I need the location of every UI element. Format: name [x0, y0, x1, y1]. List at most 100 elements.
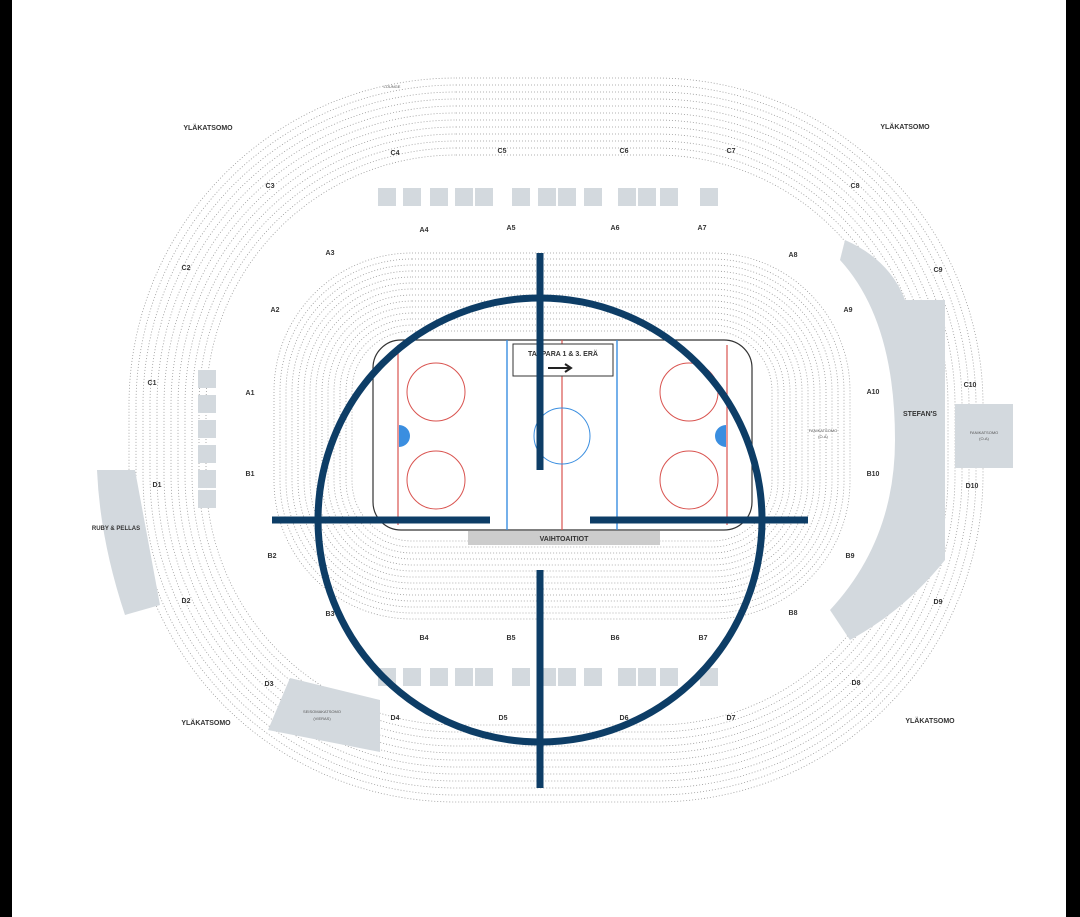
lodge-box	[638, 188, 656, 206]
fan-stand-sublabel: (O-A)	[818, 434, 828, 439]
upper-tier-label-se: YLÄKATSOMO	[905, 717, 955, 725]
section-label-c3[interactable]: C3	[266, 183, 275, 190]
section-label-b7[interactable]: B7	[699, 635, 708, 642]
seat-row	[177, 126, 935, 754]
bench-label: VAIHTOAITIOT	[540, 536, 589, 543]
section-label-d10[interactable]: D10	[966, 483, 979, 490]
section-label-d6[interactable]: D6	[620, 715, 629, 722]
section-label-b6[interactable]: B6	[611, 635, 620, 642]
lodge-box	[430, 668, 448, 686]
team-benches: VAIHTOAITIOT	[468, 531, 660, 545]
seat-row	[170, 119, 942, 761]
scoreboard-sign: TAPPARA 1 & 3. ERÄ	[512, 343, 614, 377]
section-label-d9[interactable]: D9	[934, 599, 943, 606]
upper-tier-label-ne: YLÄKATSOMO	[880, 123, 930, 131]
section-label-b1[interactable]: B1	[246, 471, 255, 478]
lodge-box	[455, 668, 473, 686]
section-label-c7[interactable]: C7	[727, 148, 736, 155]
fan-stand-label: FANIKATSOMO	[809, 428, 838, 433]
section-label-a7[interactable]: A7	[698, 225, 707, 232]
seat-row	[149, 98, 963, 782]
lodge-box	[455, 188, 473, 206]
seat-row	[184, 133, 928, 747]
section-label-b3[interactable]: B3	[326, 611, 335, 618]
section-label-c6[interactable]: C6	[620, 148, 629, 155]
section-label-d1[interactable]: D1	[153, 482, 162, 489]
section-label-d5[interactable]: D5	[499, 715, 508, 722]
seat-row	[273, 252, 851, 620]
section-label-a5[interactable]: A5	[507, 225, 516, 232]
lodge-box	[475, 668, 493, 686]
lodge-box	[430, 188, 448, 206]
stefans-area[interactable]	[830, 240, 945, 640]
ruby-pellas-area[interactable]	[97, 470, 160, 615]
lodge-boxes	[198, 188, 718, 686]
section-label-c5[interactable]: C5	[498, 148, 507, 155]
section-label-b8[interactable]: B8	[789, 610, 798, 617]
lodge-box	[660, 188, 678, 206]
lodge-box	[538, 188, 556, 206]
section-label-b4[interactable]: B4	[420, 635, 429, 642]
section-label-c2[interactable]: C2	[182, 265, 191, 272]
lodge-box	[198, 470, 216, 488]
lodge-box	[378, 188, 396, 206]
seat-row	[345, 324, 779, 548]
lodge-box	[512, 188, 530, 206]
lodge-box	[198, 395, 216, 413]
section-label-d3[interactable]: D3	[265, 681, 274, 688]
fan-stand-east-box[interactable]	[955, 404, 1013, 468]
section-label-a8[interactable]: A8	[789, 252, 798, 259]
seat-rows	[128, 77, 984, 803]
lodge-box	[584, 668, 602, 686]
lodge-box	[558, 188, 576, 206]
section-label-a6[interactable]: A6	[611, 225, 620, 232]
lodge-box	[660, 668, 678, 686]
section-label-a4[interactable]: A4	[420, 227, 429, 234]
away-standing-area[interactable]	[268, 678, 380, 752]
lodge-box	[403, 188, 421, 206]
away-standing-label: SEISOMAKATSOMO	[303, 709, 341, 714]
section-label-c9[interactable]: C9	[934, 267, 943, 274]
section-label-d2[interactable]: D2	[182, 598, 191, 605]
section-label-b5[interactable]: B5	[507, 635, 516, 642]
seat-row	[128, 77, 984, 803]
section-label-c4[interactable]: C4	[391, 150, 400, 157]
section-label-c1[interactable]: C1	[148, 380, 157, 387]
lodge-box	[700, 188, 718, 206]
crosshair-overlay	[272, 253, 808, 788]
section-label-d8[interactable]: D8	[852, 680, 861, 687]
section-label-d7[interactable]: D7	[727, 715, 736, 722]
section-label-b10[interactable]: B10	[867, 471, 880, 478]
seat-row	[191, 140, 921, 740]
section-label-a3[interactable]: A3	[326, 250, 335, 257]
lounge-label: LOUNGE	[384, 84, 401, 89]
section-label-c8[interactable]: C8	[851, 183, 860, 190]
section-label-d4[interactable]: D4	[391, 715, 400, 722]
lodge-box	[618, 188, 636, 206]
seat-row	[333, 312, 791, 560]
lodge-box	[638, 668, 656, 686]
stefans-label: STEFAN'S	[903, 411, 937, 418]
ice-rink	[372, 339, 753, 531]
arena-seating-map[interactable]: TAPPARA 1 & 3. ERÄ VAIHTOAITIOT YLÄKATSO…	[12, 0, 1066, 917]
seat-row	[135, 84, 977, 796]
seating-map-svg: TAPPARA 1 & 3. ERÄ VAIHTOAITIOT YLÄKATSO…	[92, 77, 1013, 803]
scoreboard-text: TAPPARA 1 & 3. ERÄ	[528, 350, 598, 358]
section-label-c10[interactable]: C10	[964, 382, 977, 389]
ruby-pellas-label: RUBY & PELLAS	[92, 526, 140, 532]
section-label-a10[interactable]: A10	[867, 389, 880, 396]
fan-stand-2-sublabel: (O-A)	[979, 436, 989, 441]
lodge-box	[512, 668, 530, 686]
arrow-right-icon	[548, 363, 573, 373]
seat-row	[327, 306, 797, 566]
section-label-b9[interactable]: B9	[846, 553, 855, 560]
section-label-a1[interactable]: A1	[246, 390, 255, 397]
section-label-a9[interactable]: A9	[844, 307, 853, 314]
away-standing-sublabel: (VIERAS)	[313, 716, 331, 721]
section-label-a2[interactable]: A2	[271, 307, 280, 314]
lodge-box	[198, 420, 216, 438]
section-label-b2[interactable]: B2	[268, 553, 277, 560]
upper-tier-label-nw: YLÄKATSOMO	[183, 124, 233, 132]
